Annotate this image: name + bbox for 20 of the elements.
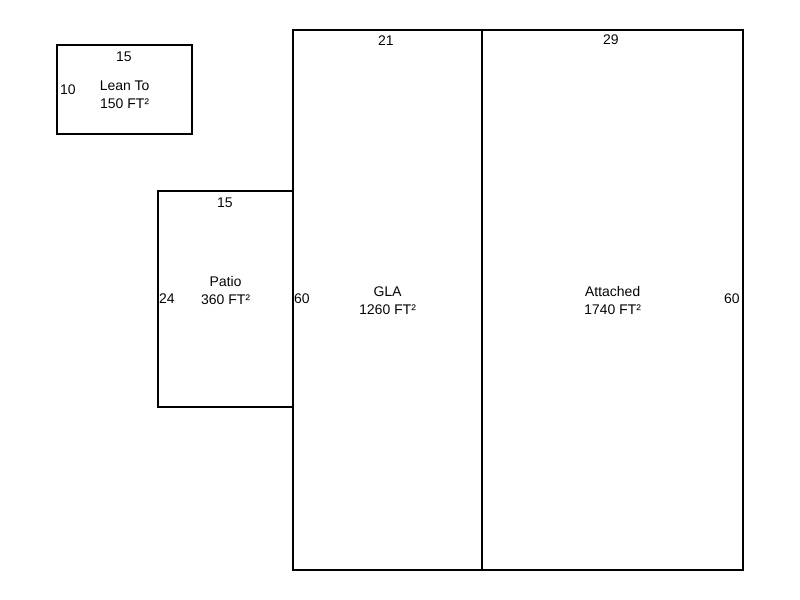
dimension-label: 60 bbox=[724, 290, 740, 306]
room-name: Lean To bbox=[100, 76, 150, 94]
room-name: Patio bbox=[210, 272, 242, 290]
room-area: 360 FT² bbox=[200, 290, 250, 308]
room-name: GLA bbox=[373, 282, 402, 300]
dimension-label: 10 bbox=[60, 81, 76, 97]
room-outline bbox=[56, 44, 193, 135]
room-outline bbox=[292, 29, 483, 571]
dimension-label: 29 bbox=[603, 31, 619, 47]
room-area: 150 FT² bbox=[100, 94, 149, 112]
dimension-label: 15 bbox=[217, 194, 233, 210]
room-area: 1260 FT² bbox=[359, 300, 416, 318]
dimension-label: 21 bbox=[378, 32, 394, 48]
dimension-label: 60 bbox=[294, 290, 310, 306]
dimension-label: 24 bbox=[159, 290, 175, 306]
room-outline bbox=[157, 190, 294, 408]
room-name: Attached bbox=[584, 282, 640, 300]
room-area: 1740 FT² bbox=[584, 300, 641, 318]
room-outline bbox=[481, 29, 744, 571]
dimension-label: 15 bbox=[116, 48, 132, 64]
